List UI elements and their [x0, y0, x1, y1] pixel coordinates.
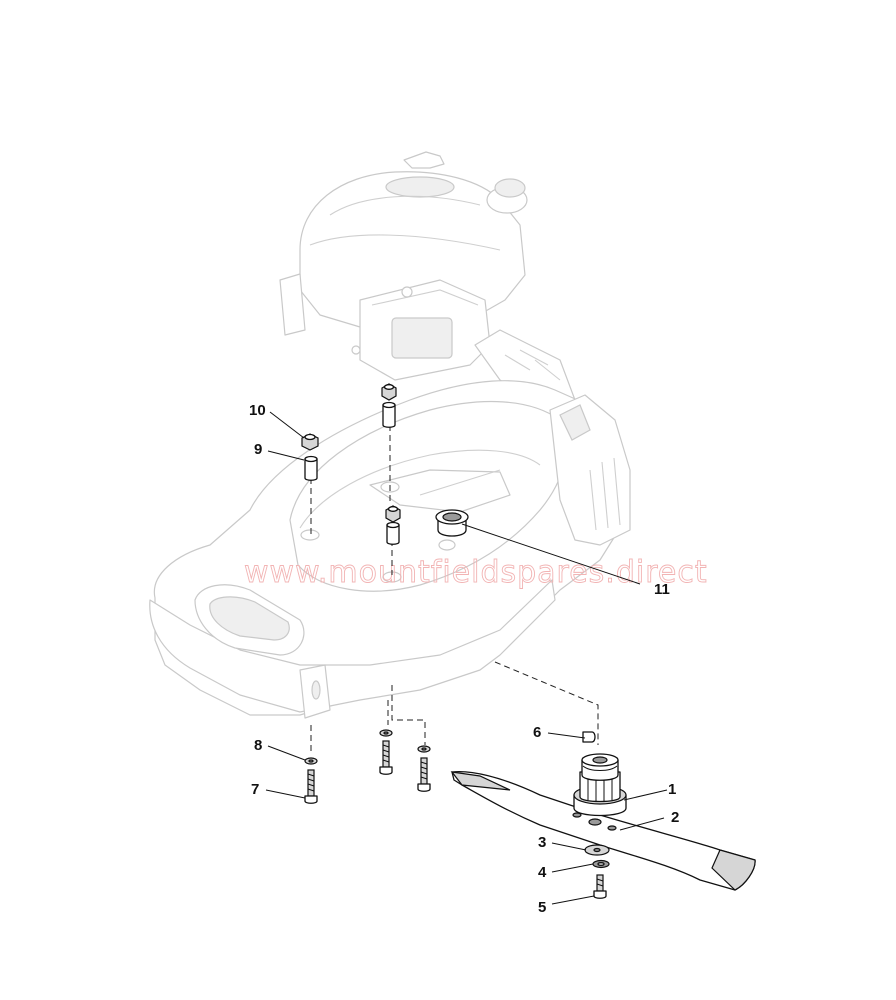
engine-ghost: [279, 151, 576, 421]
deck-ghost: [149, 380, 631, 719]
part-3-washer[interactable]: [584, 844, 610, 856]
callout-7: 7: [251, 781, 259, 798]
part-10-nut[interactable]: [301, 383, 401, 523]
part-9-spacer[interactable]: [304, 401, 400, 545]
callout-9: 9: [254, 441, 262, 458]
callout-4: 4: [538, 864, 547, 881]
callout-3: 3: [538, 834, 546, 851]
callout-1: 1: [668, 781, 676, 798]
callout-11: 11: [654, 581, 670, 598]
part-11-bushing[interactable]: [435, 509, 469, 537]
part-4-spring-washer[interactable]: [592, 859, 610, 869]
part-5-blade-bolt[interactable]: [593, 874, 607, 899]
assembly-lines: [310, 425, 599, 755]
callout-5: 5: [538, 899, 546, 916]
part-8-washer[interactable]: [304, 729, 431, 765]
part-7-screw[interactable]: [304, 740, 431, 804]
leader-lines: [265, 411, 668, 905]
callout-8: 8: [254, 737, 262, 754]
watermark-text: www.mountfieldspares.direct: [244, 555, 708, 590]
part-2-blade[interactable]: [450, 770, 756, 891]
callout-6: 6: [533, 724, 541, 741]
part-6-key[interactable]: [582, 731, 596, 743]
callout-10: 10: [249, 402, 266, 419]
callout-2: 2: [671, 809, 679, 826]
part-1-blade-adapter[interactable]: [573, 753, 627, 817]
callouts: 10 9 11 6 1 2 3 4 5 8 7: [249, 402, 679, 916]
